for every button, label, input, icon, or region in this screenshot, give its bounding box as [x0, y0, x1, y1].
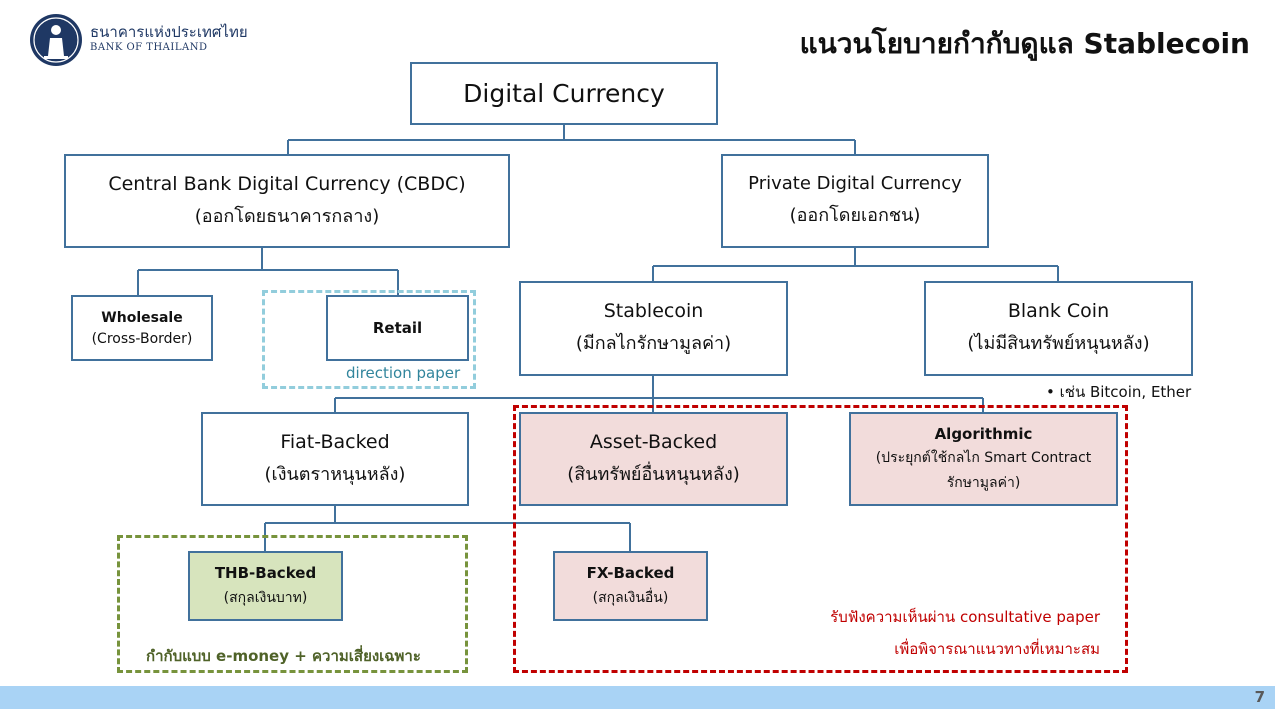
node-stablecoin: Stablecoin (มีกลไกรักษามูลค่า) [519, 281, 788, 376]
node-subtitle: (สินทรัพย์อื่นหนุนหลัง) [567, 463, 740, 485]
retail-dashed-region [262, 290, 476, 389]
node-subtitle: (ออกโดยเอกชน) [789, 205, 921, 226]
logo-english-text: BANK OF THAILAND [90, 42, 208, 53]
node-title: Fiat-Backed [280, 430, 390, 453]
node-title: Digital Currency [463, 79, 665, 108]
page-number: 7 [1254, 688, 1265, 706]
node-thb-backed: THB-Backed (สกุลเงินบาท) [188, 551, 343, 621]
node-fx-backed: FX-Backed (สกุลเงินอื่น) [553, 551, 708, 621]
logo-thai-text: ธนาคารแห่งประเทศไทย [90, 23, 248, 41]
node-subtitle: (Cross-Border) [91, 330, 193, 347]
blank-coin-note: • เช่น Bitcoin, Ether [1046, 380, 1191, 404]
node-blank-coin: Blank Coin (ไม่มีสินทรัพย์หนุนหลัง) [924, 281, 1193, 376]
bullet-icon: • [1046, 383, 1055, 401]
page-title: แนวนโยบายกำกับดูแล Stablecoin [799, 27, 1250, 60]
node-title: Central Bank Digital Currency (CBDC) [108, 172, 466, 195]
node-title: Wholesale [101, 309, 183, 326]
node-private-digital-currency: Private Digital Currency (ออกโดยเอกชน) [721, 154, 989, 248]
footer-bar: 7 [0, 686, 1275, 709]
node-algorithmic: Algorithmic (ประยุกต์ใช้กลไก Smart Contr… [849, 412, 1118, 506]
bot-emblem-icon [30, 14, 82, 66]
node-subtitle: (สกุลเงินอื่น) [592, 589, 669, 606]
node-subtitle-line1: (ประยุกต์ใช้กลไก Smart Contract [875, 449, 1092, 466]
node-subtitle: (สกุลเงินบาท) [223, 589, 308, 606]
consultative-note-line1: รับฟังความเห็นผ่าน consultative paper [830, 608, 1100, 626]
emoney-note: กำกับแบบ e-money + ความเสี่ยงเฉพาะ [146, 647, 421, 665]
node-subtitle-line2: รักษามูลค่า) [946, 474, 1021, 491]
node-title: Asset-Backed [589, 430, 718, 453]
node-fiat-backed: Fiat-Backed (เงินตราหนุนหลัง) [201, 412, 469, 506]
node-title: Blank Coin [1007, 300, 1110, 322]
consultative-note-line2: เพื่อพิจารณาแนวทางที่เหมาะสม [894, 640, 1100, 658]
node-title: Stablecoin [603, 300, 704, 322]
blank-coin-note-text: เช่น Bitcoin, Ether [1059, 383, 1192, 401]
node-wholesale: Wholesale (Cross-Border) [71, 295, 213, 361]
node-subtitle: (ไม่มีสินทรัพย์หนุนหลัง) [967, 333, 1150, 354]
node-subtitle: (เงินตราหนุนหลัง) [264, 463, 406, 485]
consultative-dashed-region [513, 405, 1128, 673]
node-cbdc: Central Bank Digital Currency (CBDC) (ออ… [64, 154, 510, 248]
node-subtitle: (มีกลไกรักษามูลค่า) [575, 333, 732, 354]
emoney-dashed-region [117, 535, 468, 673]
node-title: Private Digital Currency [748, 173, 962, 194]
node-asset-backed: Asset-Backed (สินทรัพย์อื่นหนุนหลัง) [519, 412, 788, 506]
node-digital-currency: Digital Currency [410, 62, 718, 125]
direction-paper-label: direction paper [346, 364, 461, 382]
bot-logo: ธนาคารแห่งประเทศไทย BANK OF THAILAND [28, 12, 278, 70]
node-title: Retail [372, 319, 423, 337]
node-retail: Retail [326, 295, 469, 361]
node-title: THB-Backed [214, 563, 317, 582]
node-title: Algorithmic [934, 424, 1033, 443]
node-title: FX-Backed [586, 563, 675, 582]
node-subtitle: (ออกโดยธนาคารกลาง) [194, 205, 380, 227]
